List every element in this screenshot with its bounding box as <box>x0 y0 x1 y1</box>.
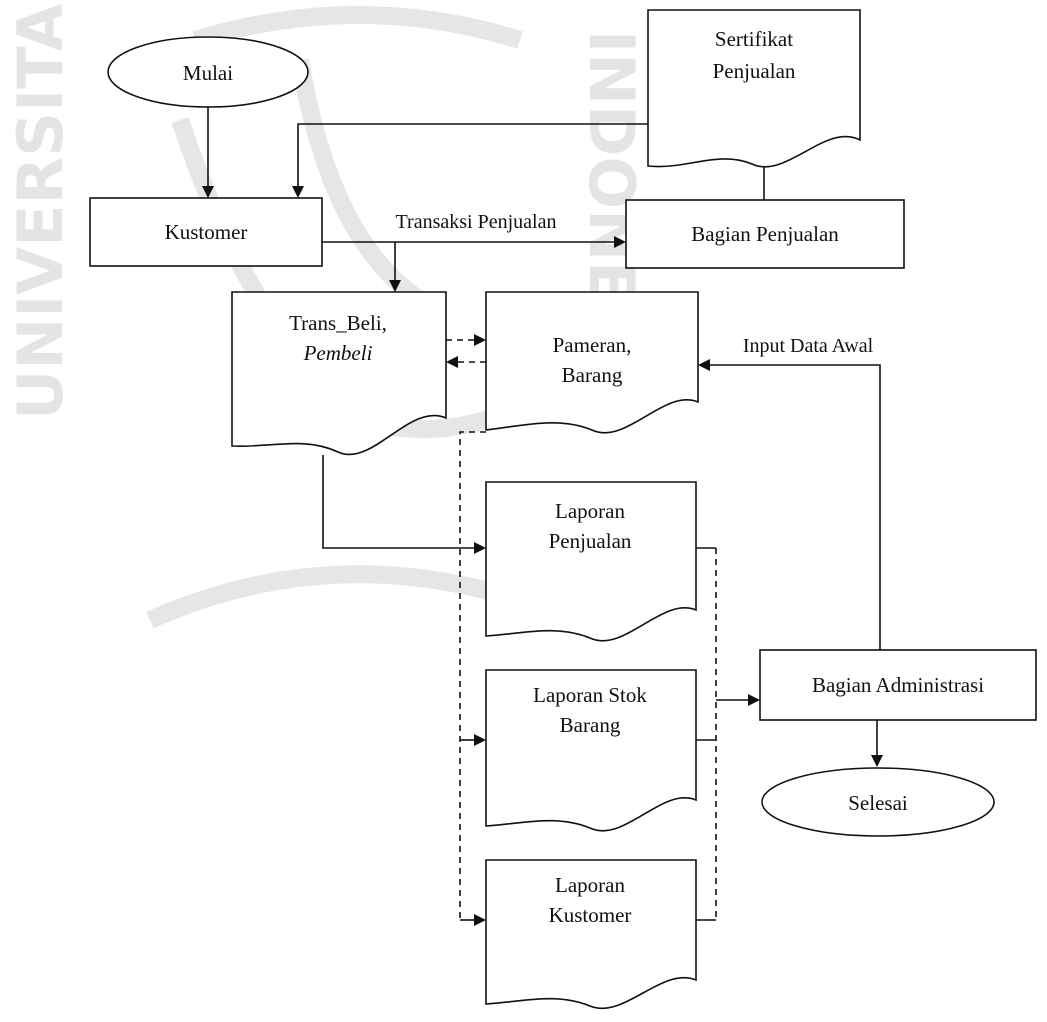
node-selesai: Selesai <box>761 767 995 837</box>
node-trans-beli: Trans_Beli, Pembeli <box>231 291 447 456</box>
arrowhead-icon <box>446 356 458 368</box>
node-laporan-kustomer-label-line2: Kustomer <box>549 903 632 927</box>
node-laporan-penjualan-label-line1: Laporan <box>555 499 625 523</box>
node-pameran-label-line2: Barang <box>562 363 623 387</box>
edge-label-input-data-awal: Input Data Awal <box>743 335 874 357</box>
node-mulai: Mulai <box>107 36 309 108</box>
node-kustomer-label: Kustomer <box>165 220 248 244</box>
edge-sertifikat-kustomer <box>297 123 648 186</box>
arrowhead-icon <box>698 359 710 371</box>
arrowhead-icon <box>614 236 626 248</box>
node-trans-beli-label-line2: Pembeli <box>303 341 373 365</box>
arrowhead-icon <box>202 186 214 198</box>
arrowhead-icon <box>748 694 760 706</box>
node-laporan-kustomer-label-line1: Laporan <box>555 873 625 897</box>
node-sertifikat-penjualan: Sertifikat Penjualan <box>647 9 861 168</box>
node-pameran-label-line1: Pameran, <box>553 333 632 357</box>
arrowhead-icon <box>474 542 486 554</box>
node-trans-beli-label-line1: Trans_Beli, <box>289 311 387 335</box>
arrowhead-icon <box>474 734 486 746</box>
arrowhead-icon <box>474 334 486 346</box>
watermark-text-left: UNIVERSITAS <box>4 0 77 420</box>
node-sertifikat-label-line1: Sertifikat <box>715 27 793 51</box>
node-bagian-administrasi: Bagian Administrasi <box>759 649 1037 721</box>
node-selesai-label: Selesai <box>848 791 908 815</box>
edge-administrasi-pameran <box>710 364 881 660</box>
node-mulai-label: Mulai <box>183 61 233 85</box>
node-laporan-stok-label-line2: Barang <box>560 713 621 737</box>
arrowhead-icon <box>389 280 401 292</box>
node-pameran: Pameran, Barang <box>485 291 699 434</box>
node-laporan-penjualan-label-line2: Penjualan <box>549 529 632 553</box>
arrowhead-icon <box>871 755 883 767</box>
node-laporan-stok-label-line1: Laporan Stok <box>533 683 647 707</box>
node-bagian-administrasi-label: Bagian Administrasi <box>812 673 984 697</box>
node-bagian-penjualan: Bagian Penjualan <box>625 199 905 269</box>
edge-pameran-laporan-bus <box>459 431 486 920</box>
arrowhead-icon <box>474 914 486 926</box>
node-kustomer: Kustomer <box>89 197 323 267</box>
edge-trans-beli-laporan-penjualan <box>322 455 474 549</box>
edge-label-transaksi-penjualan: Transaksi Penjualan <box>396 211 557 233</box>
arrowhead-icon <box>292 186 304 198</box>
node-laporan-stok: Laporan Stok Barang <box>485 669 697 832</box>
node-sertifikat-label-line2: Penjualan <box>713 59 796 83</box>
node-laporan-kustomer: Laporan Kustomer <box>485 859 697 1009</box>
node-laporan-penjualan: Laporan Penjualan <box>485 481 697 642</box>
node-bagian-penjualan-label: Bagian Penjualan <box>691 222 839 246</box>
